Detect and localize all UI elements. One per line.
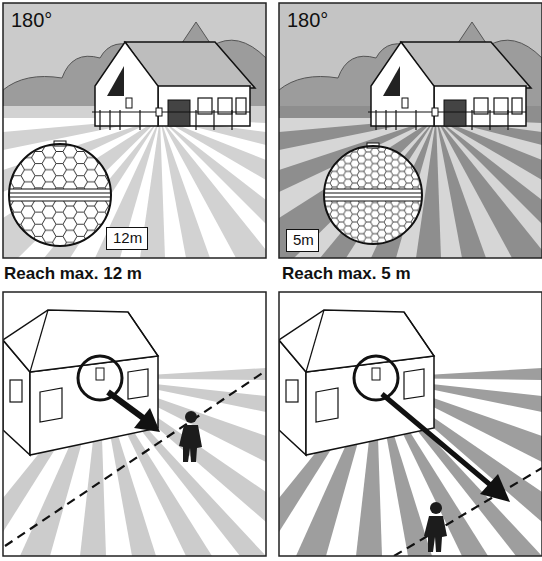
angle-label: 180° — [11, 9, 52, 32]
reach-box: 5m — [286, 229, 319, 252]
angle-label: 180° — [287, 9, 328, 32]
reach-value: 12m — [113, 229, 147, 246]
reach-box: 12m — [106, 227, 148, 250]
caption-label: Reach max. 12 m — [4, 264, 142, 284]
reach-value: 5m — [293, 231, 318, 248]
caption-label: Reach max. 5 m — [282, 264, 411, 284]
